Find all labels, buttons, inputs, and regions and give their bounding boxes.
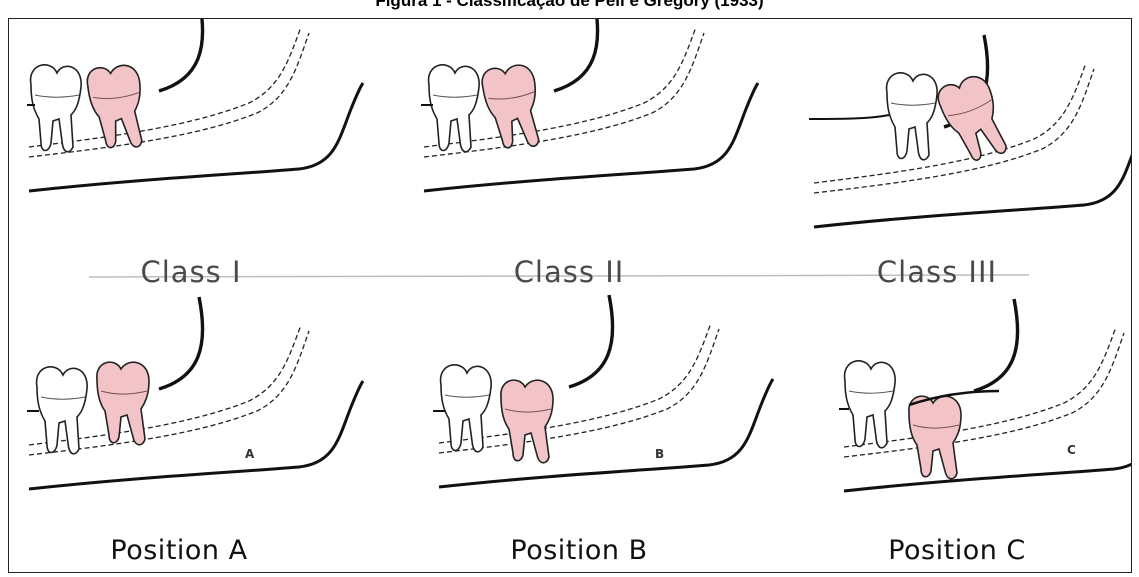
position-c-marker: C	[1067, 443, 1076, 457]
position-b-marker: B	[655, 447, 664, 461]
class-i-label: Class I	[61, 255, 321, 289]
diagram-illustrations	[9, 19, 1132, 573]
class-iii-label: Class III	[807, 255, 1067, 289]
class-i-illustration	[27, 19, 363, 191]
position-b-label: Position B	[439, 535, 719, 566]
position-c-illustration	[839, 299, 1132, 491]
class-ii-illustration	[421, 19, 758, 191]
position-b-illustration	[433, 295, 773, 487]
position-a-illustration	[27, 297, 363, 489]
position-a-marker: A	[245, 447, 254, 461]
position-c-label: Position C	[817, 535, 1097, 566]
class-ii-label: Class II	[439, 255, 699, 289]
figure-frame: Class I Class II Class III A B C Positio…	[8, 18, 1132, 573]
figure-title: Figura 1 - Classificação de Pell e Grego…	[0, 0, 1139, 11]
position-a-label: Position A	[39, 535, 319, 566]
class-iii-illustration	[809, 35, 1132, 227]
